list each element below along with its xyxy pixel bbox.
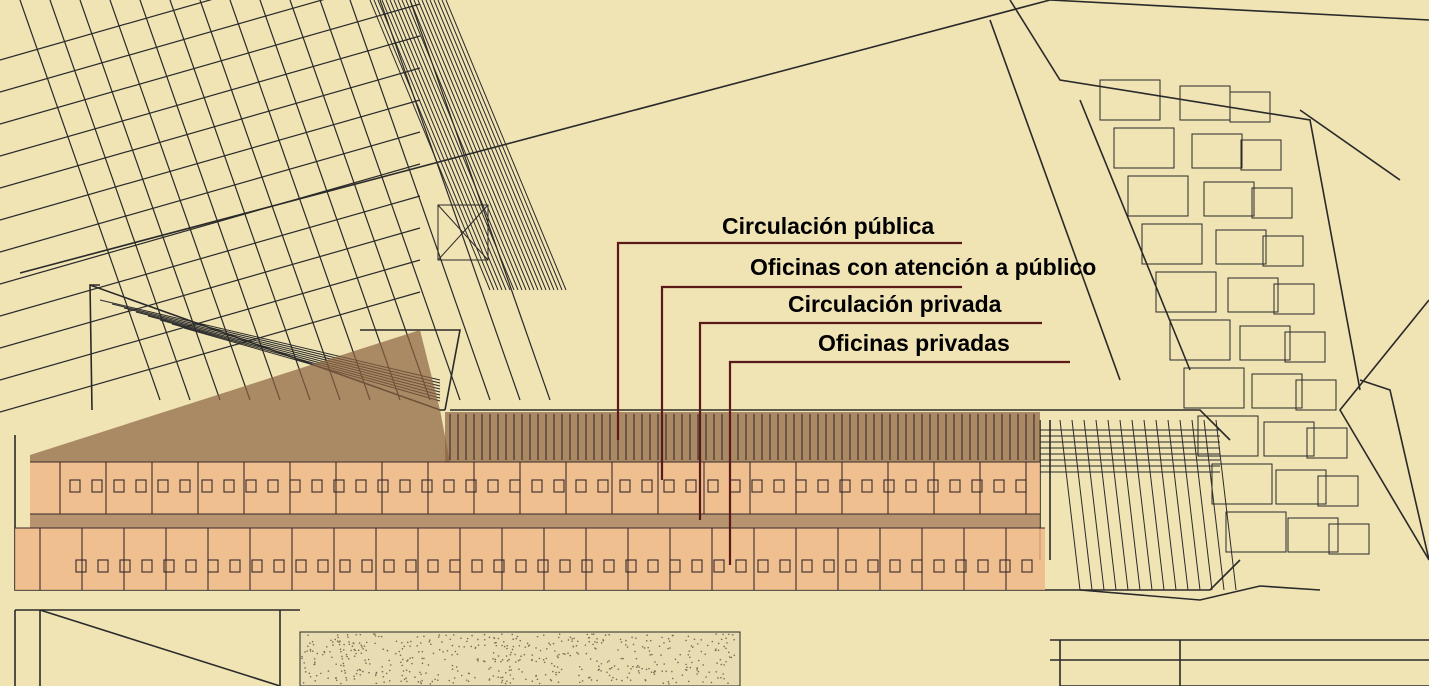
leader-public-circulation — [616, 241, 962, 440]
stair-ramp — [99, 0, 567, 402]
leader-public-offices — [660, 285, 962, 480]
zone-public-circulation — [445, 412, 1040, 462]
zone-private-offices — [15, 528, 1045, 590]
zone-private-circulation — [30, 514, 1040, 528]
zone-public-circulation-wedge — [30, 330, 450, 462]
right-office-wing — [1040, 79, 1370, 591]
label-private-offices: Oficinas privadas — [818, 330, 1010, 356]
roof-grid — [0, 0, 551, 413]
leader-lines — [616, 241, 1070, 565]
gravel-texture — [301, 633, 736, 685]
label-private-circulation: Circulación privada — [788, 291, 1002, 317]
office-partitions — [15, 414, 1045, 590]
leader-private-offices — [728, 360, 1070, 565]
label-public-offices: Oficinas con atención a público — [750, 254, 1097, 280]
leader-private-circulation — [698, 321, 1042, 520]
label-public-circulation: Circulación pública — [722, 213, 935, 239]
